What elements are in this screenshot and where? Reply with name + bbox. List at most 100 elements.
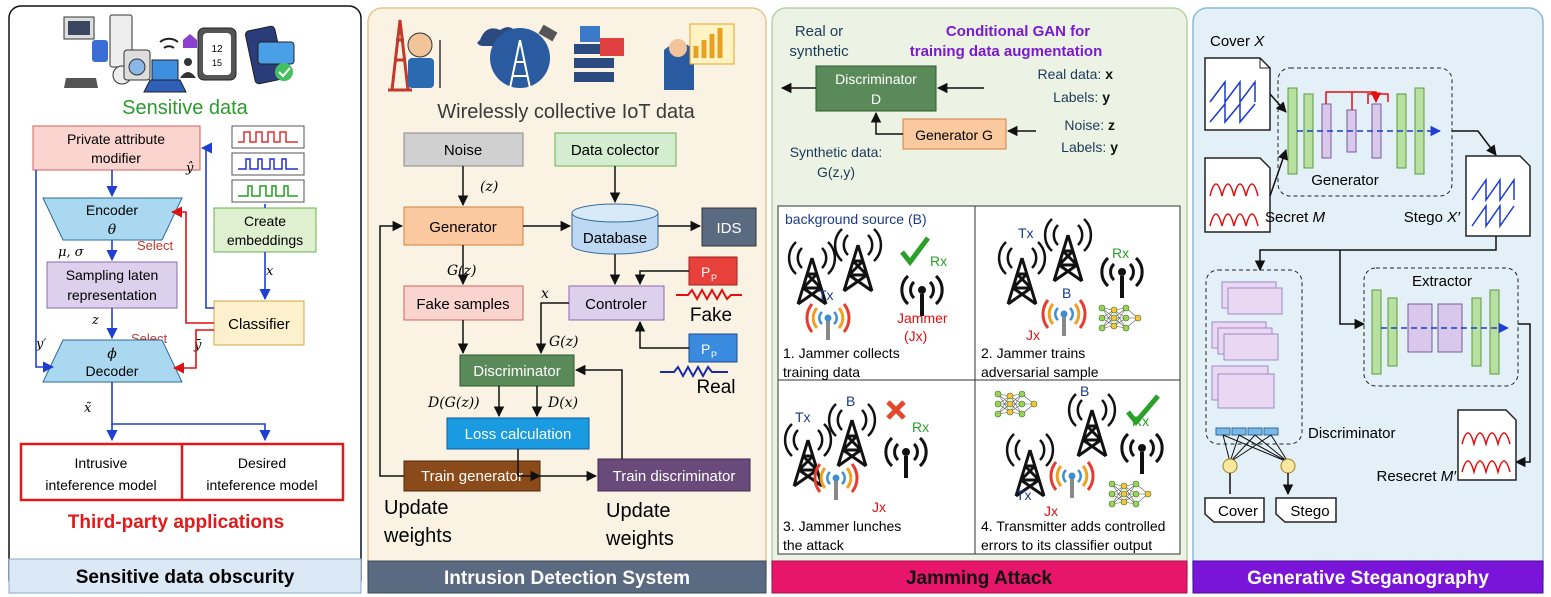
check-icon-c1 xyxy=(900,236,930,267)
real-label: Real xyxy=(696,377,735,398)
pp-real-box xyxy=(688,333,738,363)
b-label-c2: B xyxy=(1062,285,1071,301)
panel-ids: Wirelessly collective IoT data Noise Dat… xyxy=(367,7,767,594)
panel3-arrows xyxy=(780,82,1036,137)
embedding-waveforms xyxy=(231,125,305,203)
output-cover-box xyxy=(1204,497,1265,523)
cell2-line2: adversarial sample xyxy=(981,364,1099,380)
output-cover-label: Cover xyxy=(1218,503,1258,520)
jx-paren-label: (Jx) xyxy=(904,328,927,344)
update-weights-left-1: Update xyxy=(384,497,449,519)
devices-icon: 12 15 xyxy=(63,14,295,93)
theta-label: θ xyxy=(108,222,117,238)
dx-label: D(x) xyxy=(547,395,578,411)
secret-m-label: Secret M xyxy=(1265,209,1326,226)
cell3-line1: 3. Jammer lunches xyxy=(783,518,901,534)
noise-box xyxy=(403,132,524,167)
sampling-line2: representation xyxy=(67,287,157,303)
pam-line1: Private attribute xyxy=(67,131,165,147)
svg-text:15: 15 xyxy=(212,58,222,68)
database-cylinder xyxy=(571,203,659,255)
pp-fake-sub: P xyxy=(711,273,717,283)
third-party-label: Third-party applications xyxy=(68,512,284,533)
discriminator-label: Discriminator xyxy=(473,363,561,380)
pp-fake-label: P xyxy=(701,264,710,280)
check-icon-c4 xyxy=(1126,394,1160,426)
generator-label: Generator xyxy=(429,219,497,236)
ids-label: IDS xyxy=(716,220,741,237)
update-weights-left-2: weights xyxy=(383,525,452,547)
ids-box xyxy=(701,207,757,247)
y-hat-label: ŷ xyxy=(185,161,194,176)
classifier-label: Classifier xyxy=(228,316,290,333)
resecret-label: Resecret M′ xyxy=(1376,468,1457,485)
panel4-arrows xyxy=(1254,93,1531,468)
footer-ids xyxy=(367,560,767,594)
synthetic-line2: G(z,y) xyxy=(817,164,855,180)
pp-real-label: P xyxy=(701,341,710,357)
cgan-generator-label: Generator G xyxy=(915,127,993,143)
controller-box xyxy=(568,285,665,321)
labels1-line: Labels: y xyxy=(1053,89,1110,105)
desired-line2: inteference model xyxy=(206,477,317,493)
create-embeddings-line1: Create xyxy=(244,213,286,229)
real-data-line: Real data: x xyxy=(1037,66,1113,82)
footer-sensitive-text: Sensitive data obscurity xyxy=(76,567,295,588)
secret-document-icon xyxy=(1204,157,1271,233)
footer-jamming xyxy=(771,560,1188,594)
dgz-label: D(G(z)) xyxy=(427,395,480,411)
real-or-line2: synthetic xyxy=(789,43,849,60)
b-label-c3: B xyxy=(846,393,855,409)
rx-label-c2: Rx xyxy=(1112,245,1129,261)
data-collector-box xyxy=(554,132,677,167)
train-discriminator-box xyxy=(597,458,751,492)
fake-samples-label: Fake samples xyxy=(416,296,509,313)
extractor-dashed-box xyxy=(1363,267,1519,387)
y-bar-label: ȳ xyxy=(193,338,202,353)
train-generator-label: Train generator xyxy=(421,468,523,485)
pam-line2: modifier xyxy=(91,150,141,166)
cross-icon xyxy=(886,400,906,420)
sensitive-data-label: Sensitive data xyxy=(122,97,249,119)
cell4-line1: 4. Transmitter adds controlled xyxy=(981,518,1165,534)
cgan-line1: Conditional GAN for xyxy=(946,23,1090,40)
x-label-p2: x xyxy=(541,286,549,302)
jx-label-c4: Jx xyxy=(1044,503,1058,519)
x-label: x xyxy=(266,264,274,279)
cell4-line2: errors to its classifier output xyxy=(981,537,1152,553)
cgan-generator-box xyxy=(902,118,1007,150)
tx-label-c4: Tx xyxy=(1016,487,1032,503)
cell1-line1: 1. Jammer collects xyxy=(783,345,900,361)
synthetic-line1: Synthetic data: xyxy=(790,144,883,160)
data-collector-label: Data colector xyxy=(571,142,659,159)
cell3-line2: the attack xyxy=(783,537,845,553)
fake-signal xyxy=(676,287,742,302)
cover-x-label: Cover X xyxy=(1210,33,1265,50)
decoder-label: Decoder xyxy=(86,363,139,379)
output-stego-box xyxy=(1275,497,1337,523)
labels2-line: Labels: y xyxy=(1061,139,1118,155)
tx-label-c1: Tx xyxy=(818,287,834,303)
footer-jamming-text: Jamming Attack xyxy=(906,568,1052,589)
x-tilde-label: x̃ xyxy=(84,401,92,416)
encoder-label: Encoder xyxy=(86,202,138,218)
tx-label-c2: Tx xyxy=(1018,225,1034,241)
intrusive-line1: Intrusive xyxy=(75,455,128,471)
mu-sigma-label: μ, σ xyxy=(58,245,85,260)
bg-source-label: background source (B) xyxy=(785,211,927,227)
stego-document-icon xyxy=(1465,155,1531,237)
discriminator-label-p4: Discriminator xyxy=(1308,425,1396,442)
real-signal xyxy=(660,364,728,379)
jx-label-c3: Jx xyxy=(872,499,886,515)
discriminator-dashed-box xyxy=(1205,269,1303,445)
phi-label: ϕ xyxy=(107,346,117,362)
sampling-line1: Sampling laten xyxy=(66,267,159,283)
intrusive-line2: inteference model xyxy=(45,477,156,493)
iot-icons xyxy=(388,19,735,92)
panel-sensitive-data-obscurity: 12 15 Sensitive data Private attribute m… xyxy=(8,5,362,594)
footer-steganography-text: Generative Steganography xyxy=(1247,568,1489,589)
noise-label: Noise xyxy=(444,142,482,159)
create-embeddings-box xyxy=(213,207,317,253)
footer-ids-text: Intrusion Detection System xyxy=(444,568,690,589)
